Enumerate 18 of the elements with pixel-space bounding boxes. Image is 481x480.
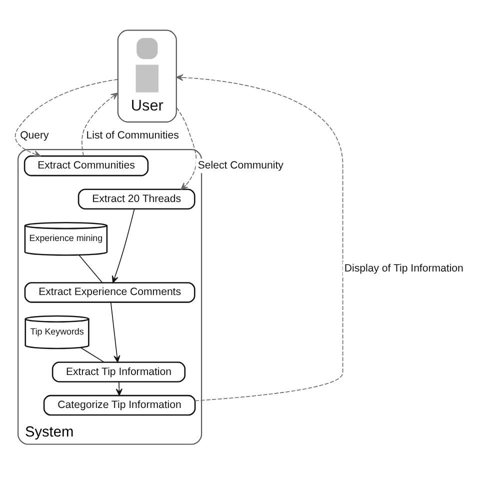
arrow xyxy=(116,380,122,396)
arrow xyxy=(82,92,118,156)
node-box: Extract Communities xyxy=(24,154,149,176)
connector xyxy=(80,347,104,362)
arrow xyxy=(14,78,118,156)
connector xyxy=(78,254,102,282)
arrow xyxy=(176,74,344,401)
arrow xyxy=(110,301,120,362)
node-box: Extract 20 Threads xyxy=(78,188,196,209)
edge-label: List of Communities xyxy=(86,129,179,142)
node-box: User xyxy=(117,29,177,122)
arrow xyxy=(112,208,135,283)
node-box: Extract Tip Information xyxy=(52,361,186,382)
node-box: Extract Experience Comments xyxy=(24,282,196,302)
edge-label: Display of Tip Information xyxy=(344,262,464,274)
edge-label: Query xyxy=(20,129,49,142)
arrow xyxy=(176,106,197,190)
node-box: Categorize Tip Information xyxy=(43,394,196,416)
